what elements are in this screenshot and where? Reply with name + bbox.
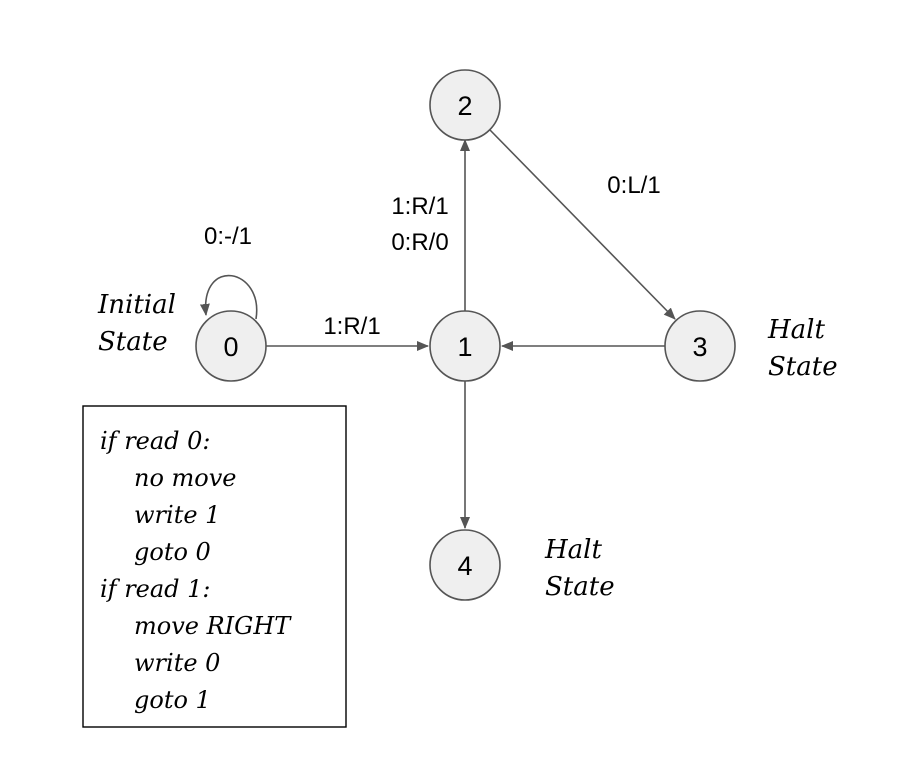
state-3: 3 — [664, 310, 736, 382]
halt4-note-line2: State — [545, 572, 615, 602]
state-4: 4 — [429, 529, 501, 601]
rule-line: if read 1: — [100, 575, 211, 603]
halt-state-4-note: Halt State — [544, 535, 615, 602]
state-3-label: 3 — [692, 332, 707, 362]
edge-self-0 — [199, 274, 258, 320]
label-2-to-3: 0:L/1 — [607, 172, 660, 199]
state-3-circle — [664, 310, 736, 382]
state-0: 0 — [195, 310, 267, 382]
rule-line: move RIGHT — [134, 612, 292, 640]
label-1-to-2-b: 0:R/0 — [391, 229, 448, 256]
halt-state-3-note: Halt State — [767, 315, 838, 382]
rule-line: write 1 — [134, 501, 220, 529]
initial-note-line2: State — [98, 327, 168, 357]
state-2-circle — [429, 69, 501, 141]
rule-box: if read 0: no move write 1 goto 0 if rea… — [82, 405, 347, 728]
edge-2-to-3 — [489, 129, 676, 320]
rule-line: goto 1 — [134, 686, 211, 714]
state-4-circle — [429, 529, 501, 601]
edges — [199, 129, 676, 529]
edge-labels: 0:-/1 1:R/1 1:R/1 0:R/0 0:L/1 — [204, 172, 661, 340]
state-2-label: 2 — [457, 91, 472, 121]
rule-line: goto 0 — [134, 538, 211, 566]
state-0-circle — [195, 310, 267, 382]
initial-state-note: Initial State — [97, 290, 176, 357]
halt4-note-line1: Halt — [544, 535, 602, 565]
rule-line: no move — [134, 464, 237, 492]
state-1-circle — [429, 310, 501, 382]
halt3-note-line1: Halt — [767, 315, 825, 345]
rule-box-frame — [82, 405, 347, 728]
label-self-0: 0:-/1 — [204, 223, 252, 250]
rule-line: write 0 — [134, 649, 220, 677]
state-1: 1 — [429, 310, 501, 382]
label-1-to-2-a: 1:R/1 — [391, 193, 448, 220]
halt3-note-line2: State — [768, 352, 838, 382]
rule-line: if read 0: — [100, 427, 211, 455]
initial-note-line1: Initial — [97, 290, 176, 320]
state-1-label: 1 — [457, 332, 472, 362]
label-0-to-1: 1:R/1 — [323, 313, 380, 340]
state-4-label: 4 — [457, 551, 472, 581]
state-0-label: 0 — [223, 332, 238, 362]
state-2: 2 — [429, 69, 501, 141]
